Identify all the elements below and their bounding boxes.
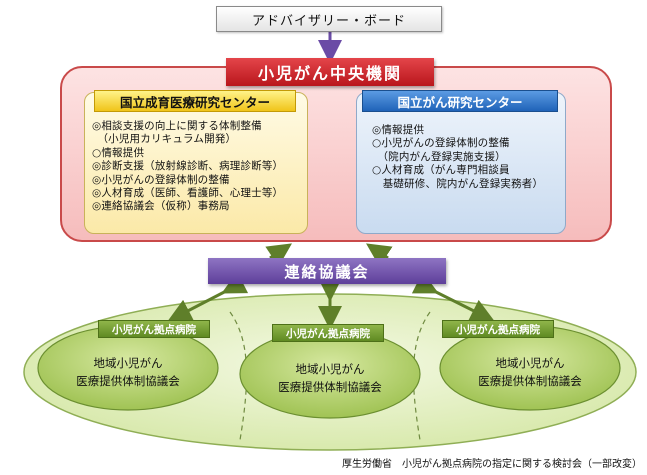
ncchd-title: 国立成育医療研究センター — [94, 90, 296, 112]
ncchd-role-item: ○情報提供 — [92, 146, 145, 159]
advisory-board-box: アドバイザリー・ボード — [216, 6, 442, 32]
ncc-role-list: ◎情報提供 ○小児がんの登録体制の整備 （院内がん登録実施支援） ○人材育成（が… — [372, 124, 564, 191]
ncc-box — [356, 92, 566, 234]
ncc-role-item: ○人材育成（がん専門相談員 — [372, 164, 510, 177]
liaison-arrow-right — [411, 271, 495, 322]
hospital-tag: 小児がん拠点病院 — [98, 320, 210, 338]
central-organization-title: 小児がん中央機関 — [226, 58, 434, 86]
hospital-tag: 小児がん拠点病院 — [272, 324, 384, 342]
source-credit: 厚生労働省 小児がん拠点病院の指定に関する検討会（一部改変） — [342, 459, 642, 470]
ncchd-role-list: ◎相談支援の向上に関する体制整備 （小児用カリキュラム開発） ○情報提供 ◎診断… — [92, 120, 306, 214]
ncchd-role-item: ◎相談支援の向上に関する体制整備 — [92, 120, 262, 132]
liaison-council-box: 連絡協議会 — [208, 258, 446, 284]
hospital-tag: 小児がん拠点病院 — [442, 320, 554, 338]
ncc-role-item: ○小児がんの登録体制の整備 — [372, 137, 510, 150]
ncc-title: 国立がん研究センター — [362, 90, 558, 112]
ncc-role-item: ◎情報提供 — [372, 124, 425, 136]
regional-council-label: 地域小児がん 医療提供体制協議会 — [278, 362, 382, 394]
liaison-up-arrow-left — [265, 243, 292, 267]
ncchd-role-item: ◎人材育成（医師、看護師、心理士等） — [92, 187, 284, 200]
ncchd-role-item: ◎連絡協議会（仮称）事務局 — [92, 200, 230, 213]
regional-council-label: 地域小児がん 医療提供体制協議会 — [478, 356, 582, 388]
ncchd-role-item: （小児用カリキュラム開発） — [92, 133, 237, 146]
regional-council-label: 地域小児がん 医療提供体制協議会 — [76, 356, 180, 388]
ncchd-role-item: ◎診断支援（放射線診断、病理診断等） — [92, 160, 284, 173]
advisory-board-label: アドバイザリー・ボード — [251, 13, 406, 29]
liaison-up-arrow-right — [366, 243, 393, 267]
ncchd-role-item: ◎小児がんの登録体制の整備 — [92, 173, 230, 186]
ncc-role-item: （院内がん登録実施支援） — [372, 150, 506, 163]
liaison-arrow-left — [167, 271, 249, 322]
ncc-role-item: 基礎研修、院内がん登録実務者） — [372, 177, 544, 190]
